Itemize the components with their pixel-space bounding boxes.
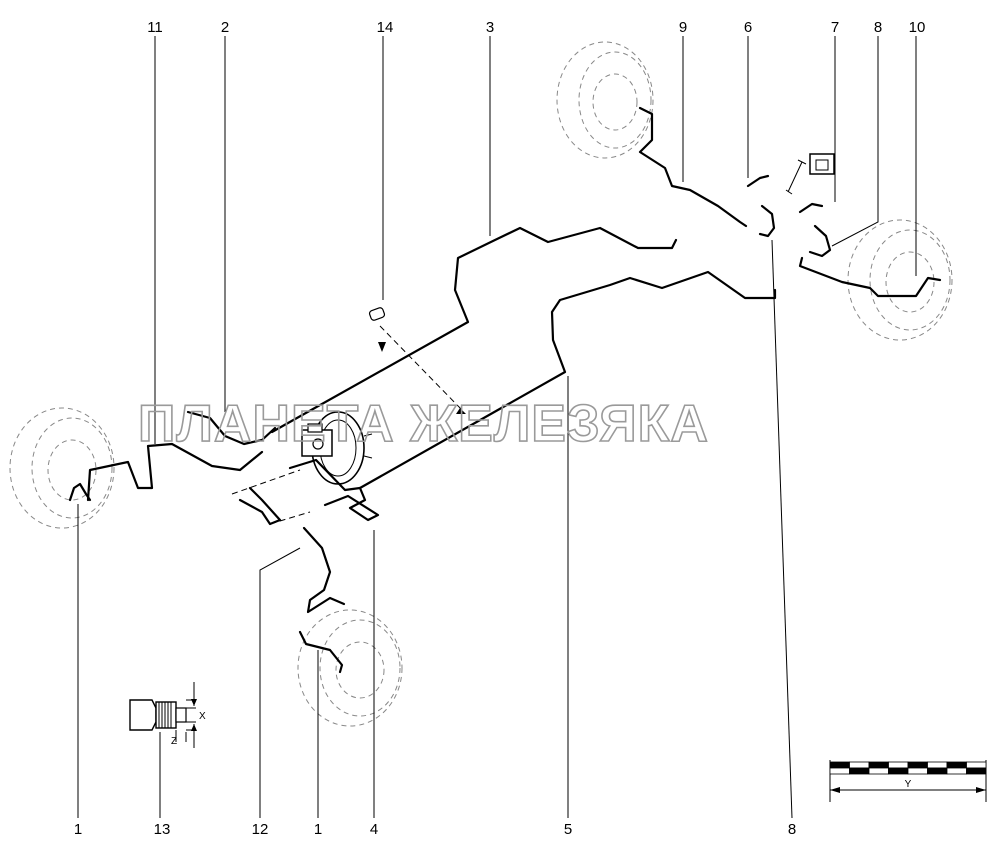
callout-1-right: 1 xyxy=(314,821,322,838)
scale-bar-segment xyxy=(888,767,909,775)
scale-bar xyxy=(829,760,987,802)
arrow-markers xyxy=(378,342,466,414)
scale-bar-label: Y xyxy=(905,779,912,790)
callout-3: 3 xyxy=(486,19,494,36)
scale-bar-segment xyxy=(907,761,928,769)
assembly-line-a xyxy=(231,469,301,495)
brake-pipe-7 xyxy=(798,202,824,214)
watermark-text: ПЛАНЕТА ЖЕЛЕЗЯКА xyxy=(138,395,709,453)
scale-bar-segment xyxy=(966,761,987,769)
brake-pipe-3 xyxy=(270,226,678,434)
scale-bar-segment xyxy=(849,761,870,769)
scale-bar-segment xyxy=(829,767,850,775)
callout-12: 12 xyxy=(252,821,269,838)
pressure-regulator xyxy=(785,153,835,195)
brake-pipe-2b xyxy=(238,486,282,526)
brake-pipe-12 xyxy=(302,526,346,614)
dim-z-label: Z xyxy=(171,736,177,747)
brake-pipe-9 xyxy=(638,106,748,228)
scale-bar-segment xyxy=(907,767,928,775)
callout-7: 7 xyxy=(831,19,839,36)
callout-14: 14 xyxy=(377,19,394,36)
callout-9: 9 xyxy=(679,19,687,36)
callout-11: 11 xyxy=(147,19,163,36)
scale-bar-segment xyxy=(849,767,870,775)
callout-13: 13 xyxy=(154,821,171,838)
brake-pipe-6 xyxy=(746,174,770,188)
brake-pipe-4 xyxy=(288,458,380,522)
brake-hose-8b xyxy=(808,224,832,258)
rear-left-wheel xyxy=(556,41,654,159)
scale-bar-segment xyxy=(946,761,967,769)
scale-bar-segment xyxy=(829,761,850,769)
scale-bar-segment xyxy=(927,767,948,775)
brake-pipe-11 xyxy=(86,442,264,502)
callout-10: 10 xyxy=(909,19,926,36)
callout-2: 2 xyxy=(221,19,229,36)
scale-bar-segment xyxy=(888,761,909,769)
front-left-wheel xyxy=(9,407,115,529)
scale-bar-segment xyxy=(868,767,889,775)
callout-8-bottom: 8 xyxy=(788,821,796,838)
brake-hose-1-right xyxy=(298,630,344,674)
dim-x-label: X xyxy=(199,711,206,722)
scale-bar-segment xyxy=(927,761,948,769)
brake-hose-8a xyxy=(758,204,776,238)
fitting-detail-13 xyxy=(129,682,197,818)
master-cylinder-booster xyxy=(301,411,373,485)
callout-6: 6 xyxy=(744,19,752,36)
brake-pipe-10 xyxy=(798,256,942,298)
callout-1-left: 1 xyxy=(74,821,82,838)
callout-5: 5 xyxy=(564,821,572,838)
brake-pipe-5 xyxy=(358,270,777,490)
front-right-wheel xyxy=(297,609,403,727)
callout-4: 4 xyxy=(370,821,378,838)
scale-bar-segment xyxy=(966,767,987,775)
callout-8-top: 8 xyxy=(874,19,882,36)
scale-bar-segment xyxy=(946,767,967,775)
rear-right-wheel xyxy=(847,219,953,341)
assembly-line-b xyxy=(269,511,311,525)
scale-bar-segment xyxy=(868,761,889,769)
coupling-14 xyxy=(368,307,386,321)
brake-pipe-2 xyxy=(186,410,277,446)
leader-lines xyxy=(77,36,917,819)
brake-hose-1-left xyxy=(68,482,92,502)
